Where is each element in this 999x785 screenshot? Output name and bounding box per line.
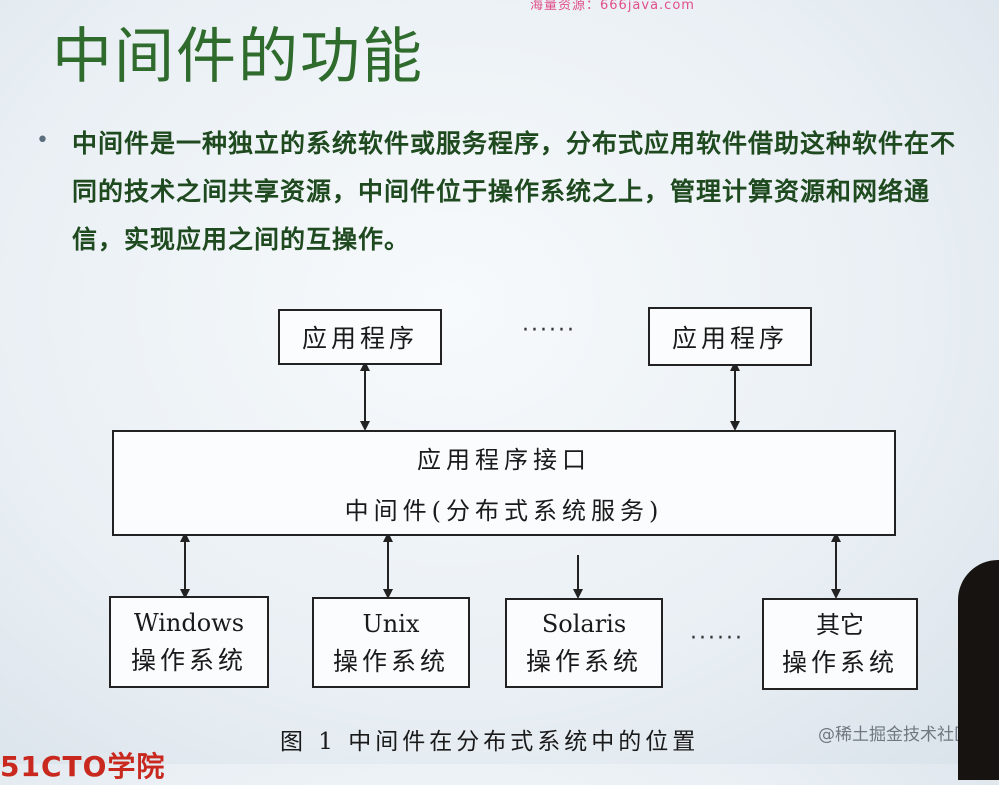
middleware-layer: 中间件(分布式系统服务) <box>112 482 896 536</box>
bullet-text: 中间件是一种独立的系统软件或服务程序，分布式应用软件借助这种软件在不同的技术之间… <box>72 129 957 254</box>
bullet-item: • 中间件是一种独立的系统软件或服务程序，分布式应用软件借助这种软件在不同的技术… <box>36 120 976 264</box>
middleware-diagram: 应用程序 ······ 应用程序 应用程序接口 中间件(分布式系统服务) Win… <box>109 307 918 755</box>
app-box-1: 应用程序 <box>278 309 442 365</box>
bullet-dot-icon: • <box>36 128 49 153</box>
app-ellipsis: ······ <box>522 318 576 343</box>
presenter-shadow <box>958 560 999 780</box>
os-name: 其它 <box>816 611 864 639</box>
slide-title: 中间件的功能 <box>52 22 424 92</box>
app-box-2: 应用程序 <box>648 307 812 366</box>
top-watermark: 海量资源：666java.com <box>530 0 695 13</box>
os-label: 操作系统 <box>332 646 449 676</box>
os-label: 操作系统 <box>525 647 642 676</box>
middleware-layer-label: 中间件(分布式系统服务) <box>344 496 664 525</box>
os-box-solaris: Solaris 操作系统 <box>505 598 663 688</box>
app-box-label: 应用程序 <box>671 323 788 353</box>
os-name: Unix <box>362 609 420 638</box>
api-layer: 应用程序接口 <box>112 430 896 484</box>
os-box-windows: Windows 操作系统 <box>109 596 269 688</box>
os-name: Solaris <box>541 610 627 638</box>
os-ellipsis: ······ <box>690 626 744 651</box>
os-box-unix: Unix 操作系统 <box>312 597 470 688</box>
os-name: Windows <box>133 609 245 637</box>
corner-logo: 51CTO学院 <box>0 750 166 783</box>
os-label: 操作系统 <box>781 648 898 677</box>
diagram-arrows <box>180 361 841 599</box>
os-label: 操作系统 <box>130 646 247 675</box>
bottom-watermark: @稀土掘金技术社区 <box>818 725 971 745</box>
api-layer-label: 应用程序接口 <box>417 445 591 474</box>
figure-caption: 图 1 中间件在分布式系统中的位置 <box>280 729 700 755</box>
app-box-label: 应用程序 <box>301 324 418 353</box>
os-box-other: 其它 操作系统 <box>762 598 918 690</box>
